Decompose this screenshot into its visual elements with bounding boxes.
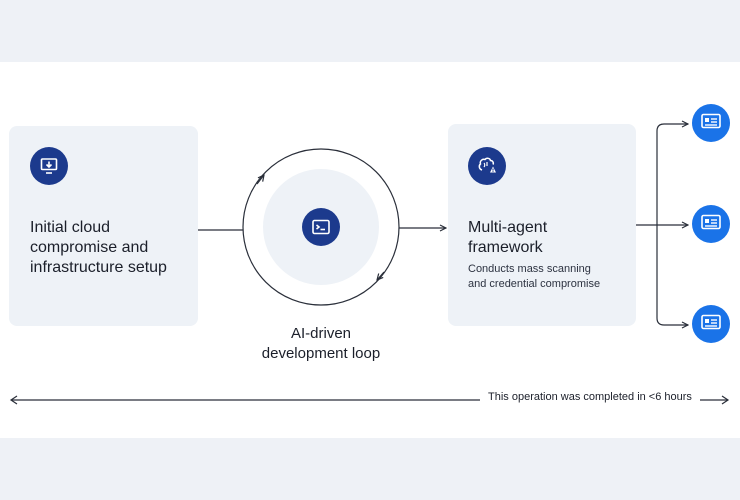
initial-compromise-title: Initial cloud compromise and infrastruct… — [30, 219, 167, 276]
timeline-label: This operation was completed in <6 hours — [480, 391, 700, 403]
loop-ring — [242, 148, 400, 306]
output-node-3 — [692, 305, 730, 343]
id-card-icon — [701, 214, 721, 235]
id-card-icon — [701, 113, 721, 134]
diagram-canvas: Initial cloud compromise and infrastruct… — [0, 62, 740, 438]
download-monitor-icon — [30, 147, 68, 185]
loop-label: AI-driven development loop — [261, 325, 381, 362]
initial-compromise-card: Initial cloud compromise and infrastruct… — [9, 126, 198, 326]
multi-agent-card: Multi-agent framework Conducts mass scan… — [448, 124, 636, 326]
id-card-icon — [701, 314, 721, 335]
timeline-arrow-left — [9, 395, 18, 405]
terminal-icon — [302, 208, 340, 246]
timeline-arrow-right — [721, 395, 730, 405]
connector-branch-top — [656, 123, 688, 326]
multi-agent-title: Multi-agent framework — [468, 219, 548, 256]
multi-agent-subtitle: Conducts mass scanning and credential co… — [468, 263, 601, 290]
output-node-1 — [692, 104, 730, 142]
loop-arrow-top — [256, 175, 264, 185]
loop-arrow-bottom — [377, 271, 385, 280]
output-node-2 — [692, 205, 730, 243]
brain-warning-icon — [468, 147, 506, 185]
